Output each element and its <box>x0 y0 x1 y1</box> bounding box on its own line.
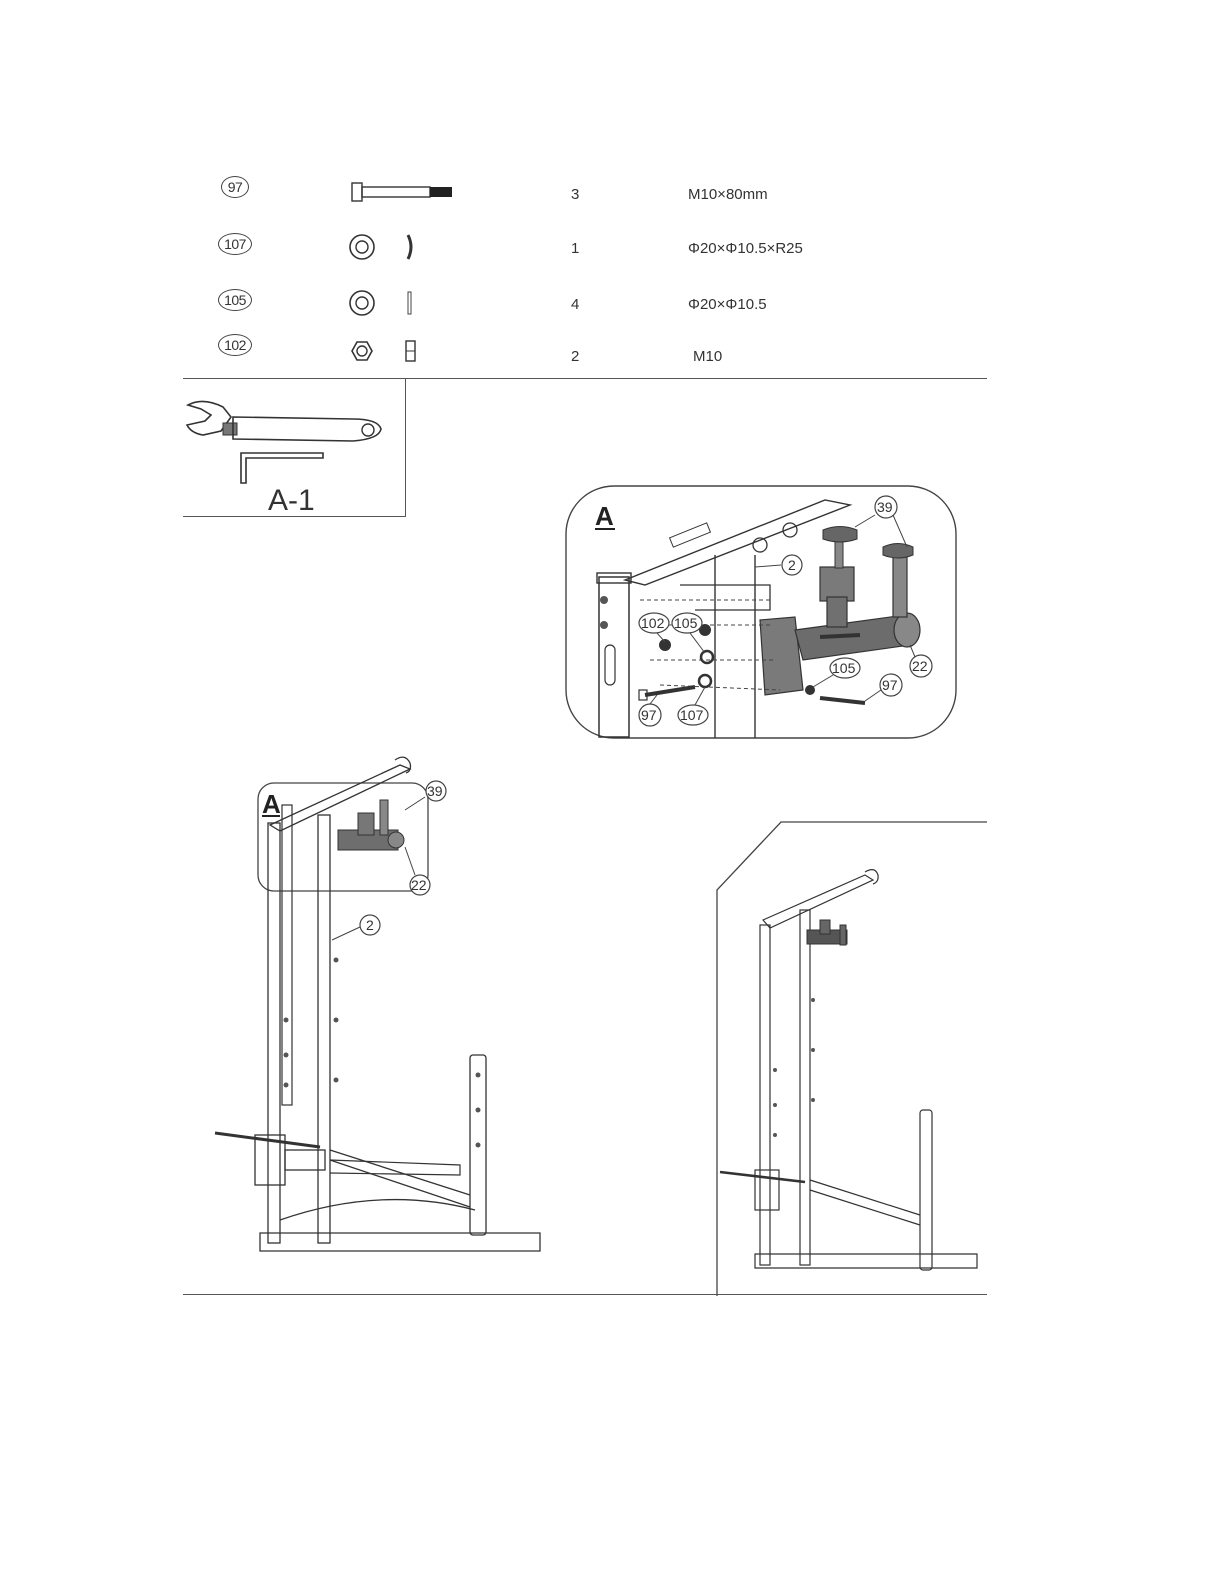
tools-label: A-1 <box>268 484 315 517</box>
detail-callout-97b: 97 <box>882 677 898 693</box>
part-id-102: 102 <box>218 334 252 356</box>
allen-key-icon <box>241 453 323 483</box>
detail-callout-105b: 105 <box>832 660 856 676</box>
part-id-105: 105 <box>218 289 252 311</box>
bolt-icon <box>350 180 460 204</box>
main-assembly-drawing: A 39 22 2 <box>210 755 550 1260</box>
tools-box-right-border <box>405 378 406 516</box>
table-divider <box>183 378 987 379</box>
detail-callout-107: 107 <box>680 707 704 723</box>
flat-washer-icon <box>348 289 428 317</box>
part-id-107: 107 <box>218 233 252 255</box>
part-spec-105: Φ20×Φ10.5 <box>688 296 767 313</box>
detail-callout-97a: 97 <box>641 707 657 723</box>
detail-callout-2: 2 <box>788 557 796 573</box>
part-qty-102: 2 <box>571 348 579 365</box>
bottom-divider <box>183 1294 987 1295</box>
main-callout-22: 22 <box>411 877 427 893</box>
part-spec-97: M10×80mm <box>688 186 768 203</box>
part-spec-102: M10 <box>693 348 722 365</box>
wrench-icon <box>187 401 381 441</box>
detail-callout-105a: 105 <box>674 615 698 631</box>
part-qty-105: 4 <box>571 296 579 313</box>
part-qty-107: 1 <box>571 240 579 257</box>
nut-icon <box>348 338 428 366</box>
detail-panel-a: A 39 2 22 102 105 <box>565 485 957 740</box>
main-inset-title: A <box>262 789 281 819</box>
main-callout-2: 2 <box>366 917 374 933</box>
detail-title: A <box>595 501 614 531</box>
detail-callout-102: 102 <box>641 615 665 631</box>
detail-callout-22: 22 <box>912 658 928 674</box>
part-qty-97: 3 <box>571 186 579 203</box>
main-callout-39: 39 <box>427 783 443 799</box>
tools-illustration: A-1 <box>183 395 398 515</box>
detail-callout-39: 39 <box>877 499 893 515</box>
part-id-97: 97 <box>221 176 249 198</box>
curved-washer-icon <box>348 233 428 261</box>
completed-assembly-panel <box>715 820 990 1298</box>
part-spec-107: Φ20×Φ10.5×R25 <box>688 240 803 257</box>
